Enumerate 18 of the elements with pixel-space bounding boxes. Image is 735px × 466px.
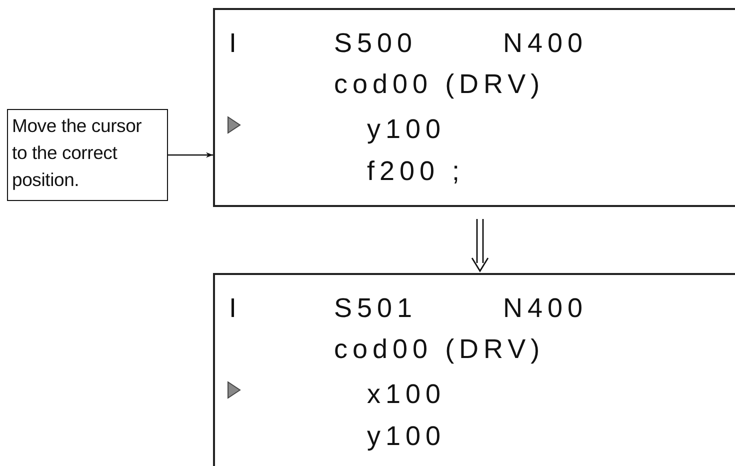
program-text: N400 xyxy=(503,27,588,59)
program-text: x100 xyxy=(367,378,446,410)
program-text: I xyxy=(229,292,242,324)
program-text: f200 ; xyxy=(367,155,465,187)
screen-display xyxy=(213,273,735,466)
program-text: y100 xyxy=(367,113,446,145)
program-text: I xyxy=(229,27,242,59)
program-text: cod00 (DRV) xyxy=(334,333,545,365)
program-text: y100 xyxy=(367,420,446,452)
double-arrow xyxy=(471,218,489,272)
program-text: cod00 (DRV) xyxy=(334,68,545,100)
program-text: S500 xyxy=(334,27,418,59)
program-text: S501 xyxy=(334,292,418,324)
screen-display xyxy=(213,8,735,207)
callout-box xyxy=(7,109,168,201)
arrow xyxy=(168,152,213,158)
callout-text: Move the cursor to the correct position. xyxy=(12,114,143,192)
program-text: N400 xyxy=(503,292,588,324)
